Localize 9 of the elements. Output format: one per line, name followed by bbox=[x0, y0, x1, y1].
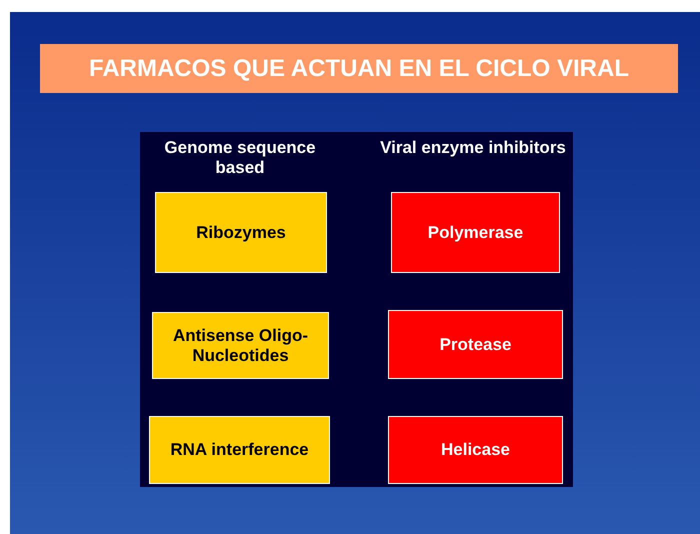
category-box: Ribozymes bbox=[155, 192, 327, 273]
title-banner: FARMACOS QUE ACTUAN EN EL CICLO VIRAL bbox=[40, 44, 678, 93]
category-box: Helicase bbox=[388, 416, 563, 484]
category-box: Polymerase bbox=[391, 192, 560, 273]
category-box: Antisense Oligo- Nucleotides bbox=[152, 312, 329, 379]
column-heading: Viral enzyme inhibitors bbox=[379, 138, 567, 158]
column-heading: Genome sequence based bbox=[163, 138, 317, 178]
category-box: Protease bbox=[388, 310, 563, 379]
category-box: RNA interference bbox=[149, 416, 330, 484]
